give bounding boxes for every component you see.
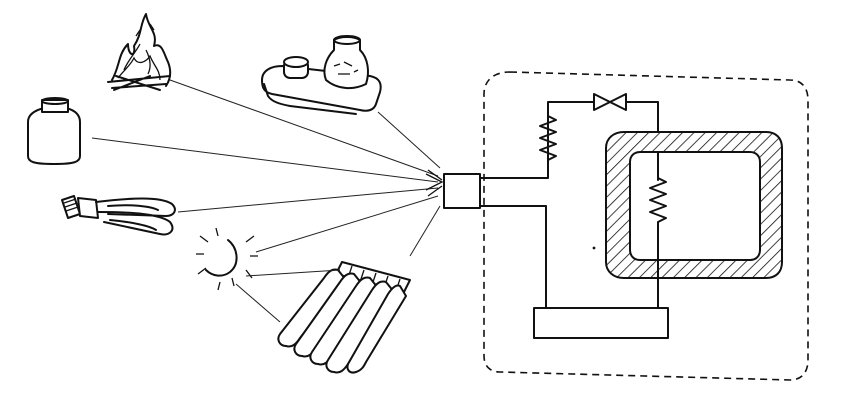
jar-icon <box>27 97 81 165</box>
condenser-coil <box>539 101 595 161</box>
sun-icon <box>196 227 258 291</box>
evaporator-coil <box>649 171 667 311</box>
sun-arrow-middle <box>245 269 341 277</box>
solar-arrow <box>409 205 441 257</box>
expansion-valve-icon <box>593 93 627 111</box>
fire-icon <box>107 13 172 91</box>
insulated-cold-chamber <box>605 131 783 279</box>
bulb-arrow <box>177 187 439 213</box>
system-boundary <box>483 71 809 381</box>
upper-pipe <box>479 159 549 179</box>
solar-collector-tubes-icon <box>277 261 411 374</box>
base-reservoir <box>533 307 669 339</box>
dot-mark <box>592 246 596 250</box>
arrowhead-cluster <box>425 169 444 197</box>
fire-arrow <box>169 79 439 177</box>
sun-arrow-upper <box>255 195 439 253</box>
jar-arrow <box>91 137 439 183</box>
energy-arrows <box>91 79 444 323</box>
stove-burner-icon <box>261 35 382 115</box>
stove-arrow <box>377 111 441 169</box>
sun-arrow-lower <box>235 283 281 323</box>
receiver-block <box>443 173 481 209</box>
lower-pipe <box>479 205 547 309</box>
compact-fluorescent-bulb-icon <box>61 195 176 236</box>
